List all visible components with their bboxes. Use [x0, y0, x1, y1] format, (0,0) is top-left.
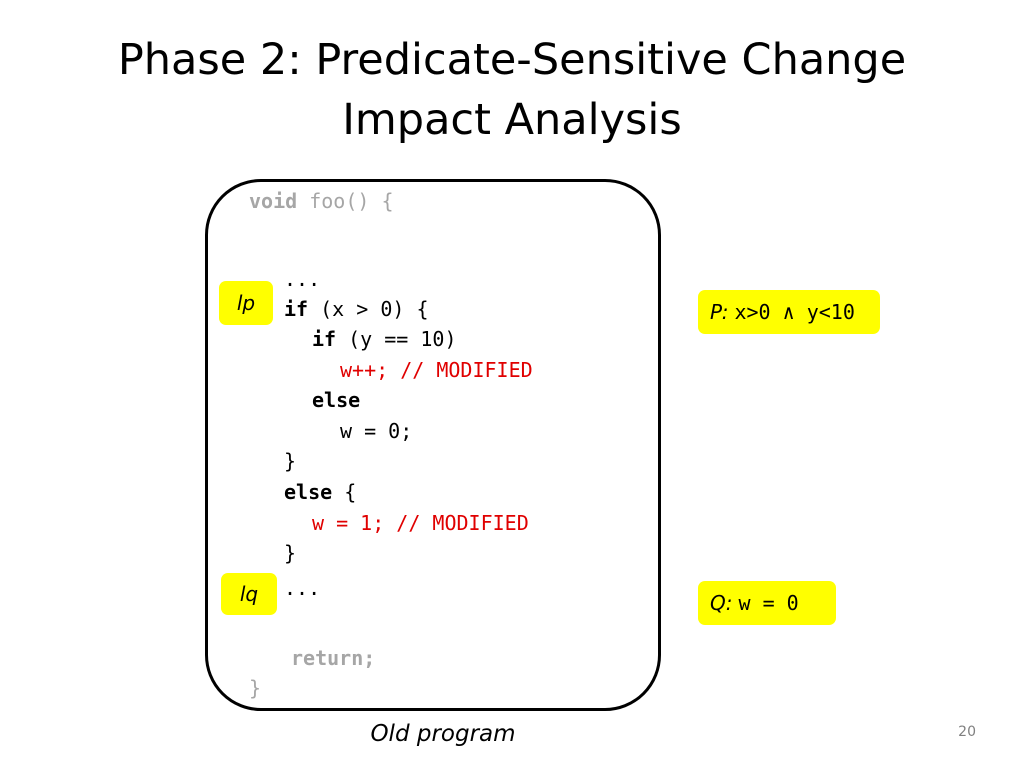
else-brace: { — [332, 480, 357, 504]
title-line-1: Phase 2: Predicate-Sensitive Change — [117, 35, 907, 85]
code-line-ellipsis-1: ... — [284, 267, 321, 291]
label-lp-text: lp — [236, 291, 256, 315]
code-line-close-brace-3: } — [249, 676, 262, 700]
code-line-w-one-modified: w = 1; // MODIFIED — [312, 511, 529, 535]
code-line-else-outer: else { — [284, 477, 356, 507]
label-lq-text: lq — [239, 582, 259, 606]
keyword-if: if — [312, 327, 337, 351]
function-name: foo() { — [297, 189, 394, 213]
predicate-q-name: Q: — [710, 591, 733, 615]
if-x-condition: (x > 0) { — [308, 297, 429, 321]
code-box — [205, 179, 661, 711]
label-lp: lp — [219, 281, 273, 325]
keyword-if: if — [284, 297, 309, 321]
keyword-else: else — [284, 480, 333, 504]
predicate-p: P: x>0 ∧ y<10 — [698, 290, 880, 334]
label-lq: lq — [221, 573, 277, 615]
code-line-close-brace-1: } — [284, 449, 297, 473]
slide-title: Phase 2: Predicate-Sensitive Change Impa… — [0, 30, 1024, 150]
code-line-else-inner: else — [312, 388, 361, 412]
code-line-close-brace-2: } — [284, 541, 297, 565]
code-line-signature: void foo() { — [249, 186, 394, 216]
title-line-2: Impact Analysis — [342, 95, 682, 145]
predicate-p-name: P: — [710, 300, 729, 324]
predicate-p-expression: x>0 ∧ y<10 — [734, 300, 855, 324]
code-line-return: return; — [291, 646, 376, 670]
if-y-condition: (y == 10) — [336, 327, 457, 351]
page-number: 20 — [958, 724, 976, 740]
code-line-if-y: if (y == 10) — [312, 324, 457, 354]
caption-old-program: Old program — [370, 721, 516, 747]
code-line-w-zero: w = 0; — [340, 419, 413, 443]
code-line-ellipsis-2: ... — [284, 576, 321, 600]
keyword-void: void — [249, 189, 298, 213]
predicate-q-expression: w = 0 — [738, 591, 799, 615]
code-line-w-increment-modified: w++; // MODIFIED — [340, 358, 533, 382]
code-line-if-x: if (x > 0) { — [284, 294, 429, 324]
predicate-q: Q: w = 0 — [698, 581, 836, 625]
